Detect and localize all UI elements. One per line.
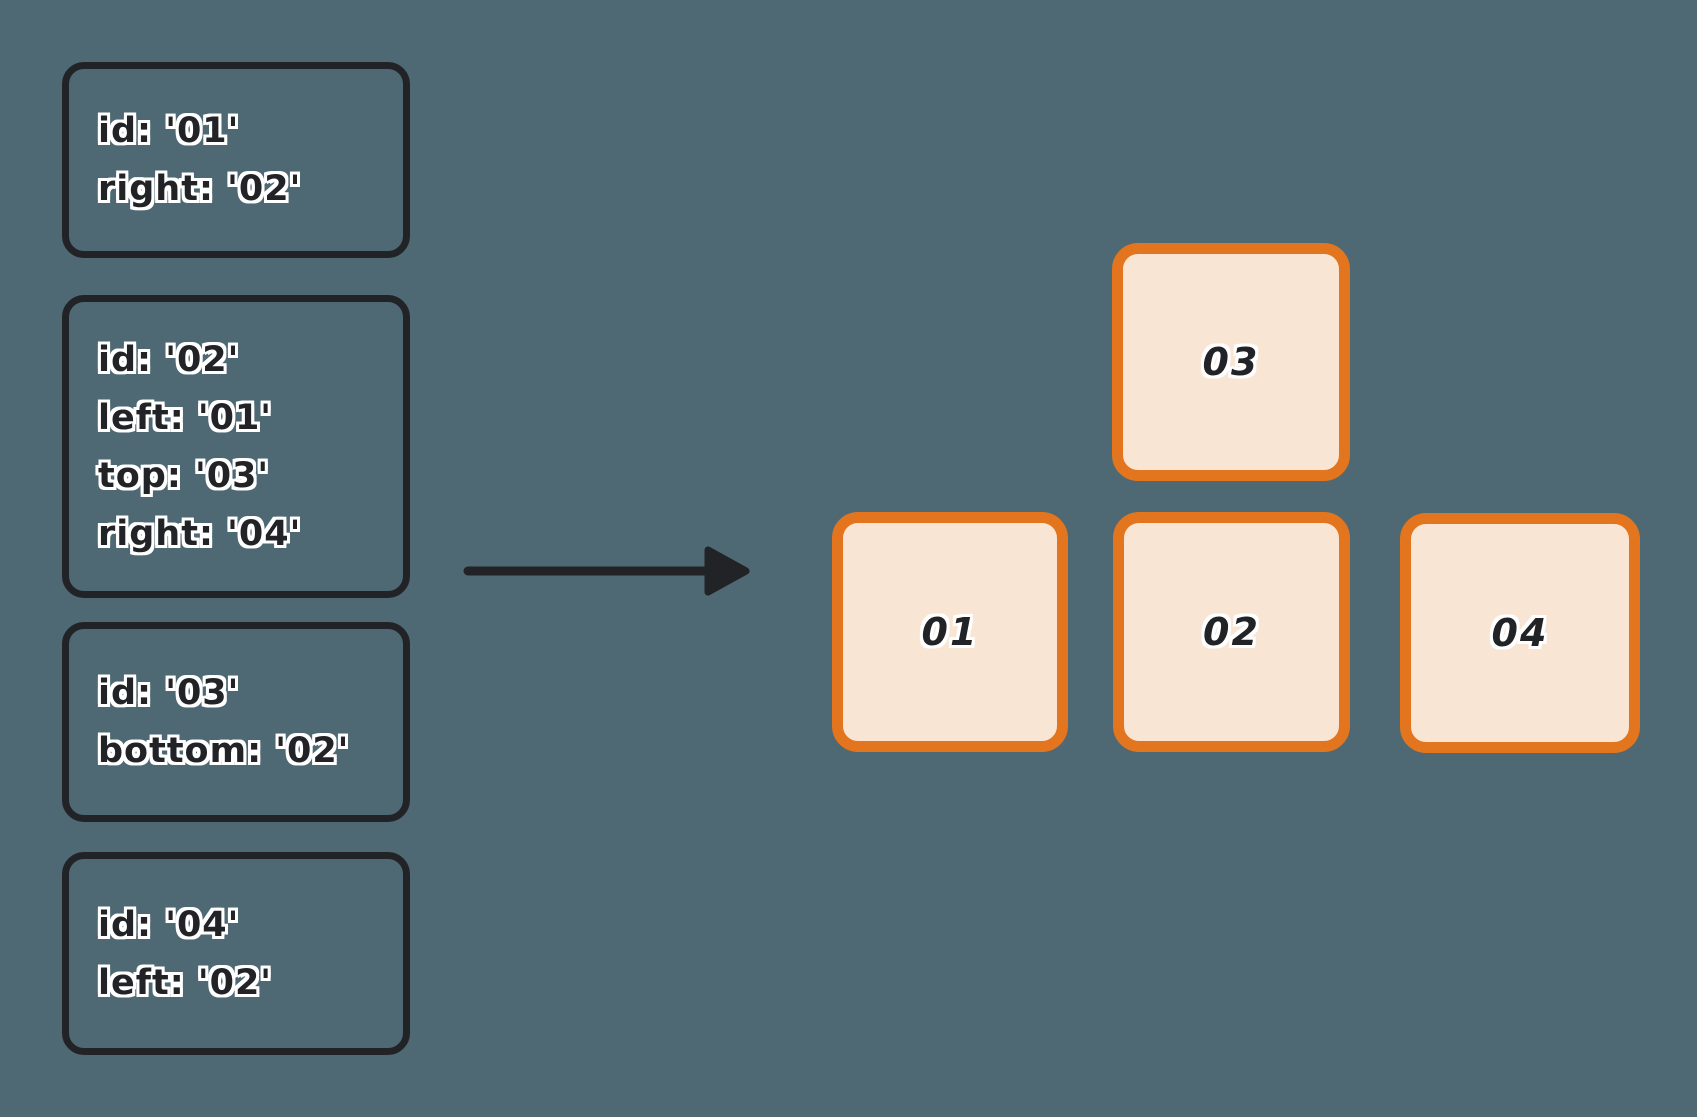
tile-02: 02: [1113, 512, 1350, 752]
definition-line: right: '04': [98, 513, 302, 554]
definition-line: top: '03': [98, 455, 270, 496]
tile-01: 01: [832, 512, 1068, 752]
tile-04: 04: [1400, 513, 1640, 753]
definition-card-04: id: '04' left: '02': [62, 852, 410, 1055]
tile-label: 01: [921, 610, 979, 654]
tile-03: 03: [1112, 243, 1350, 481]
definition-line: id: '03': [98, 673, 240, 713]
arrow-right-icon: [463, 546, 750, 596]
definition-card-03: id: '03' bottom: '02': [62, 622, 410, 822]
definition-line: left: '02': [98, 962, 273, 1003]
tile-label: 02: [1203, 610, 1260, 654]
definition-line: id: '04': [98, 904, 240, 945]
definition-line: bottom: '02': [98, 731, 350, 771]
definition-line: right: '02': [98, 169, 302, 209]
tile-label: 03: [1202, 340, 1260, 384]
definition-line: id: '01': [98, 111, 240, 151]
definition-line: left: '01': [98, 397, 273, 438]
definition-line: id: '02': [98, 339, 240, 380]
definition-card-02: id: '02' left: '01' top: '03' right: '04…: [62, 295, 410, 598]
definition-card-01: id: '01' right: '02': [62, 62, 410, 258]
tile-label: 04: [1491, 611, 1549, 655]
